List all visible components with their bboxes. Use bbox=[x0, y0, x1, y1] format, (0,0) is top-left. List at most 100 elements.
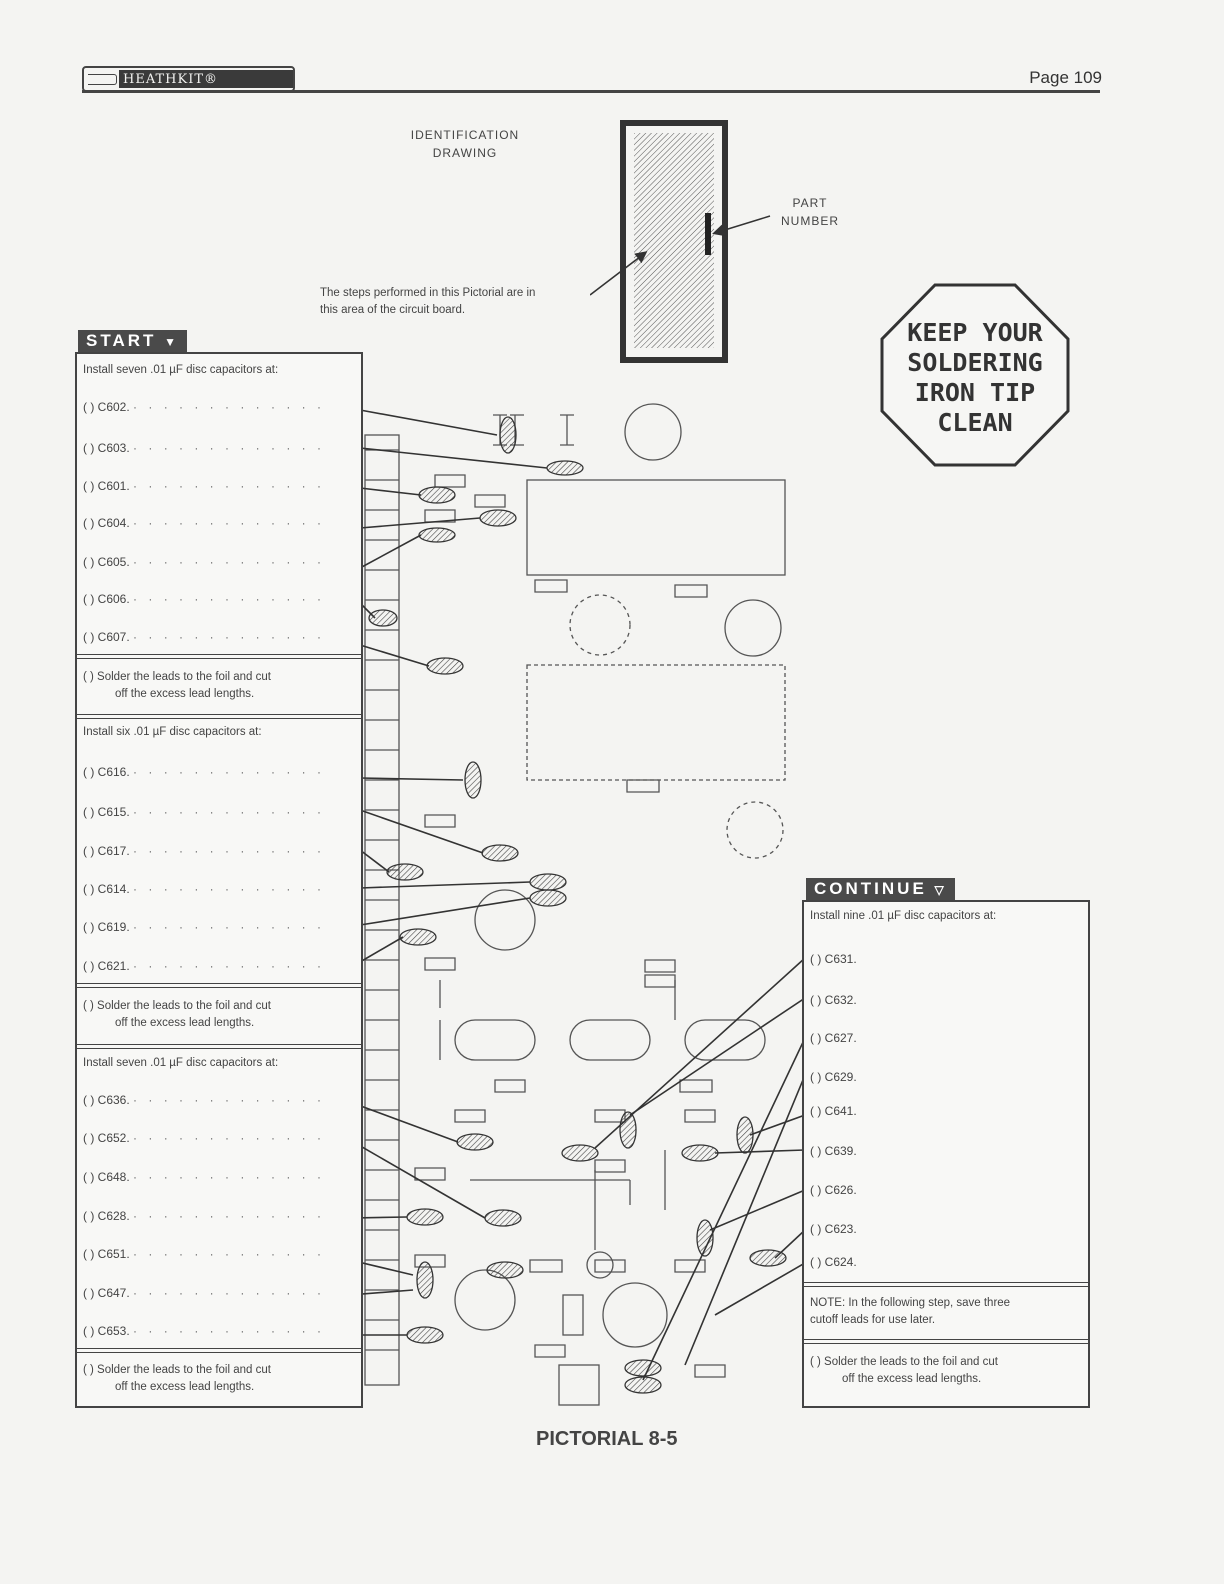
circuit-board-pictorial bbox=[355, 403, 805, 1406]
part-number-caption: PART NUMBER bbox=[770, 194, 850, 230]
checklist-item-c603[interactable]: ( ) C603. · · · · · · · · · · · · · bbox=[83, 441, 325, 455]
section2-heading: Install six .01 µF disc capacitors at: bbox=[83, 726, 262, 738]
checklist-item-c624[interactable]: ( ) C624. bbox=[810, 1255, 857, 1269]
chevron-down-icon: ▼ bbox=[164, 335, 180, 349]
item-label: ( ) C648. bbox=[83, 1170, 130, 1184]
section-divider bbox=[804, 1339, 1088, 1344]
checklist-item-c614[interactable]: ( ) C614. · · · · · · · · · · · · · bbox=[83, 882, 325, 896]
item-label: ( ) C606. bbox=[83, 592, 130, 606]
section3-heading: Install seven .01 µF disc capacitors at: bbox=[83, 1057, 279, 1069]
checklist-item-c604[interactable]: ( ) C604. · · · · · · · · · · · · · bbox=[83, 516, 325, 530]
item-label: ( ) C639. bbox=[810, 1144, 857, 1158]
solder-step-4[interactable]: ( ) Solder the leads to the foil and cut… bbox=[810, 1354, 998, 1388]
item-label: ( ) C641. bbox=[810, 1104, 857, 1118]
checklist-item-c628[interactable]: ( ) C628. · · · · · · · · · · · · · bbox=[83, 1209, 325, 1223]
checklist-item-c627[interactable]: ( ) C627. bbox=[810, 1031, 857, 1045]
item-label: ( ) C617. bbox=[83, 844, 130, 858]
left-instruction-panel: Install seven .01 µF disc capacitors at:… bbox=[75, 352, 363, 1408]
chevron-down-icon: ▽ bbox=[934, 883, 947, 897]
steps-area-note: The steps performed in this Pictorial ar… bbox=[320, 285, 535, 319]
section1-heading: Install seven .01 µF disc capacitors at: bbox=[83, 364, 279, 376]
checklist-item-c639[interactable]: ( ) C639. bbox=[810, 1144, 857, 1158]
checklist-item-c631[interactable]: ( ) C631. bbox=[810, 952, 857, 966]
item-label: ( ) C602. bbox=[83, 400, 130, 414]
checklist-item-c621[interactable]: ( ) C621. · · · · · · · · · · · · · bbox=[83, 959, 325, 973]
checklist-item-c601[interactable]: ( ) C601. · · · · · · · · · · · · · bbox=[83, 479, 325, 493]
solder-step-2-line1: ( ) Solder the leads to the foil and cut bbox=[83, 1000, 271, 1012]
item-label: ( ) C652. bbox=[83, 1131, 130, 1145]
item-label: ( ) C616. bbox=[83, 765, 130, 779]
item-label: ( ) C624. bbox=[810, 1255, 857, 1269]
header-rule bbox=[82, 90, 1100, 93]
logo-text: HEATHKIT® bbox=[119, 70, 293, 88]
note-save-leads: NOTE: In the following step, save three … bbox=[810, 1295, 1010, 1329]
solder-step-4-line1: ( ) Solder the leads to the foil and cut bbox=[810, 1356, 998, 1368]
identification-caption: IDENTIFICATION DRAWING bbox=[390, 126, 540, 162]
page-number: Page 109 bbox=[1029, 68, 1102, 87]
continue-tag-label: CONTINUE bbox=[814, 879, 927, 898]
checklist-item-c619[interactable]: ( ) C619. · · · · · · · · · · · · · bbox=[83, 920, 325, 934]
checklist-item-c636[interactable]: ( ) C636. · · · · · · · · · · · · · bbox=[83, 1093, 325, 1107]
octagon-text: KEEP YOUR SOLDERING IRON TIP CLEAN bbox=[880, 318, 1070, 438]
checklist-item-c617[interactable]: ( ) C617. · · · · · · · · · · · · · bbox=[83, 844, 325, 858]
solder-step-1-line2: off the excess lead lengths. bbox=[115, 688, 255, 700]
checklist-item-c652[interactable]: ( ) C652. · · · · · · · · · · · · · bbox=[83, 1131, 325, 1145]
solder-step-3[interactable]: ( ) Solder the leads to the foil and cut… bbox=[83, 1362, 271, 1396]
steps-area-line2: this area of the circuit board. bbox=[320, 304, 466, 316]
pictorial-title: PICTORIAL 8-5 bbox=[536, 1428, 678, 1450]
board-outline-drawing bbox=[590, 120, 771, 363]
checklist-item-c653[interactable]: ( ) C653. · · · · · · · · · · · · · bbox=[83, 1324, 325, 1338]
checklist-item-c615[interactable]: ( ) C615. · · · · · · · · · · · · · bbox=[83, 805, 325, 819]
checklist-item-c606[interactable]: ( ) C606. · · · · · · · · · · · · · bbox=[83, 592, 325, 606]
checklist-item-c616[interactable]: ( ) C616. · · · · · · · · · · · · · bbox=[83, 765, 325, 779]
item-label: ( ) C636. bbox=[83, 1093, 130, 1107]
item-label: ( ) C651. bbox=[83, 1247, 130, 1261]
start-tag: START ▼ bbox=[78, 330, 188, 352]
continue-tag: CONTINUE ▽ bbox=[806, 878, 955, 900]
solder-step-1[interactable]: ( ) Solder the leads to the foil and cut… bbox=[83, 669, 271, 703]
keep-tip-clean-octagon bbox=[880, 283, 1070, 467]
checklist-item-c605[interactable]: ( ) C605. · · · · · · · · · · · · · bbox=[83, 555, 325, 569]
checklist-item-c629[interactable]: ( ) C629. bbox=[810, 1070, 857, 1084]
item-label: ( ) C626. bbox=[810, 1183, 857, 1197]
logo-lead-icon bbox=[88, 73, 117, 85]
item-label: ( ) C604. bbox=[83, 516, 130, 530]
checklist-item-c623[interactable]: ( ) C623. bbox=[810, 1222, 857, 1236]
item-label: ( ) C628. bbox=[83, 1209, 130, 1223]
checklist-item-c647[interactable]: ( ) C647. · · · · · · · · · · · · · bbox=[83, 1286, 325, 1300]
item-label: ( ) C615. bbox=[83, 805, 130, 819]
checklist-item-c648[interactable]: ( ) C648. · · · · · · · · · · · · · bbox=[83, 1170, 325, 1184]
item-label: ( ) C631. bbox=[810, 952, 857, 966]
section-divider bbox=[804, 1282, 1088, 1287]
item-label: ( ) C623. bbox=[810, 1222, 857, 1236]
section-divider bbox=[77, 654, 361, 659]
solder-step-2[interactable]: ( ) Solder the leads to the foil and cut… bbox=[83, 998, 271, 1032]
solder-step-4-line2: off the excess lead lengths. bbox=[842, 1373, 982, 1385]
identification-title-line2: DRAWING bbox=[432, 146, 498, 160]
octagon-line3: IRON TIP bbox=[914, 378, 1036, 407]
checklist-item-c602[interactable]: ( ) C602. · · · · · · · · · · · · · bbox=[83, 400, 325, 414]
item-label: ( ) C629. bbox=[810, 1070, 857, 1084]
right-section-heading: Install nine .01 µF disc capacitors at: bbox=[810, 910, 997, 922]
section-divider bbox=[77, 983, 361, 988]
checklist-item-c651[interactable]: ( ) C651. · · · · · · · · · · · · · bbox=[83, 1247, 325, 1261]
item-label: ( ) C632. bbox=[810, 993, 857, 1007]
item-label: ( ) C601. bbox=[83, 479, 130, 493]
octagon-line2: SOLDERING bbox=[907, 348, 1043, 377]
checklist-item-c641[interactable]: ( ) C641. bbox=[810, 1104, 857, 1118]
item-label: ( ) C619. bbox=[83, 920, 130, 934]
section-divider bbox=[77, 1348, 361, 1353]
heathkit-logo: HEATHKIT® bbox=[82, 66, 295, 92]
checklist-item-c632[interactable]: ( ) C632. bbox=[810, 993, 857, 1007]
section-divider bbox=[77, 1044, 361, 1049]
item-label: ( ) C605. bbox=[83, 555, 130, 569]
checklist-item-c607[interactable]: ( ) C607. · · · · · · · · · · · · · bbox=[83, 630, 325, 644]
item-label: ( ) C627. bbox=[810, 1031, 857, 1045]
solder-step-3-line2: off the excess lead lengths. bbox=[115, 1381, 255, 1393]
section-divider bbox=[77, 714, 361, 719]
note-line1: NOTE: In the following step, save three bbox=[810, 1297, 1011, 1309]
checklist-item-c626[interactable]: ( ) C626. bbox=[810, 1183, 857, 1197]
item-label: ( ) C603. bbox=[83, 441, 130, 455]
item-label: ( ) C614. bbox=[83, 882, 130, 896]
item-label: ( ) C607. bbox=[83, 630, 130, 644]
